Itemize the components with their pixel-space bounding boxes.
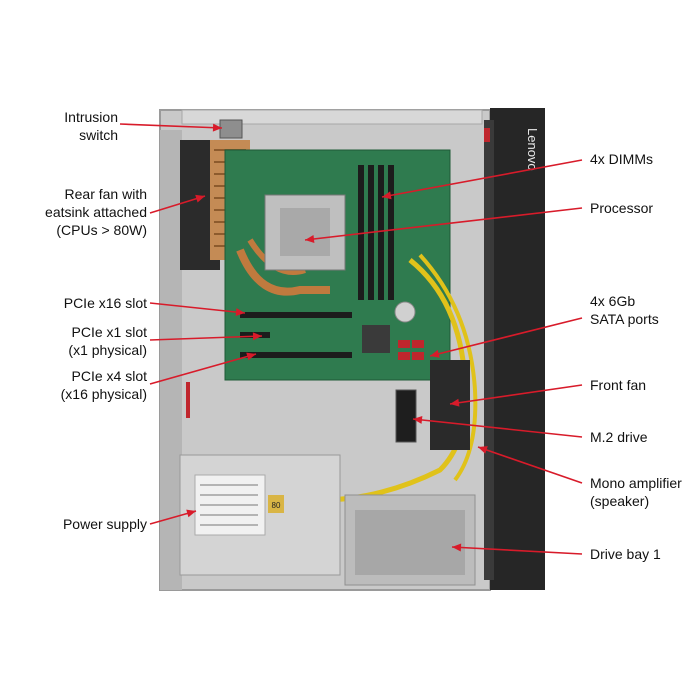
callout-line-pcie-x4 — [149, 353, 257, 385]
label-drive-bay: Drive bay 1 — [590, 546, 661, 562]
label-processor: Processor — [590, 200, 654, 216]
heat-pipes — [236, 248, 330, 296]
intrusion-switch-graphic — [219, 119, 243, 139]
callout-arrowhead-rear-fan — [195, 194, 205, 203]
callout-arrowhead-m2-drive — [413, 415, 423, 424]
psu-80plus-badge — [268, 495, 284, 513]
callout-arrowhead-dimms — [382, 191, 392, 200]
callout-line-front-fan — [449, 384, 583, 405]
label-power-supply: Power supply — [62, 516, 147, 532]
label-dimms: 4x DIMMs — [590, 151, 653, 167]
callout-line-processor — [304, 207, 583, 241]
callout-line-dimms — [381, 159, 583, 198]
label-pcie-x4: PCIe x4 slot (x16 physical) — [60, 368, 147, 402]
label-sata-ports: 4x 6Gb SATA ports — [590, 293, 659, 327]
front-fan — [430, 360, 470, 450]
chassis-top-edge — [181, 109, 483, 125]
callout-arrowhead-power-supply — [186, 509, 196, 518]
label-pcie-x1: PCIe x1 slot (x1 physical) — [68, 324, 147, 358]
label-m2-drive: M.2 drive — [590, 429, 648, 445]
callout-arrowhead-pcie-x4 — [246, 352, 256, 361]
callout-arrowhead-front-fan — [450, 398, 460, 407]
rear-latch — [186, 382, 190, 418]
label-rear-fan: Rear fan with eatsink attached (CPUs > 8… — [45, 186, 147, 238]
callout-line-mono-amplifier — [477, 446, 583, 484]
callout-arrowhead-pcie-x16 — [235, 308, 245, 317]
callout-lines — [119, 123, 583, 555]
callout-line-drive-bay — [451, 546, 583, 555]
callout-line-intrusion-switch — [119, 123, 223, 129]
callout-line-pcie-x1 — [149, 335, 263, 341]
label-front-fan: Front fan — [590, 377, 647, 393]
callout-line-pcie-x16 — [149, 302, 246, 314]
front-bezel — [490, 108, 545, 590]
callout-arrowhead-intrusion-switch — [212, 123, 222, 132]
label-mono-amplifier: Mono amplifier (speaker) — [590, 475, 682, 509]
m2-drive-graphic — [395, 389, 417, 443]
callout-arrowhead-processor — [305, 234, 315, 243]
chassis-rear-edge — [160, 130, 182, 590]
callout-arrowhead-drive-bay — [452, 543, 462, 552]
cmos-battery — [394, 301, 416, 323]
label-intrusion-switch: Intrusion switch — [64, 109, 118, 143]
callout-arrowhead-pcie-x1 — [252, 332, 262, 341]
callout-line-m2-drive — [412, 418, 583, 438]
callout-line-rear-fan — [149, 195, 206, 214]
psu-badge-text: 80 — [272, 501, 281, 510]
chipset — [362, 325, 390, 353]
lenovo-logo: Lenovo — [525, 128, 540, 171]
sata-ports-graphic — [398, 340, 424, 360]
callout-line-sata-ports — [429, 317, 583, 357]
callout-arrowhead-mono-amplifier — [478, 446, 488, 454]
label-pcie-x16: PCIe x16 slot — [63, 295, 147, 311]
callout-arrowhead-sata-ports — [430, 349, 440, 358]
processor-cooler — [264, 194, 346, 271]
